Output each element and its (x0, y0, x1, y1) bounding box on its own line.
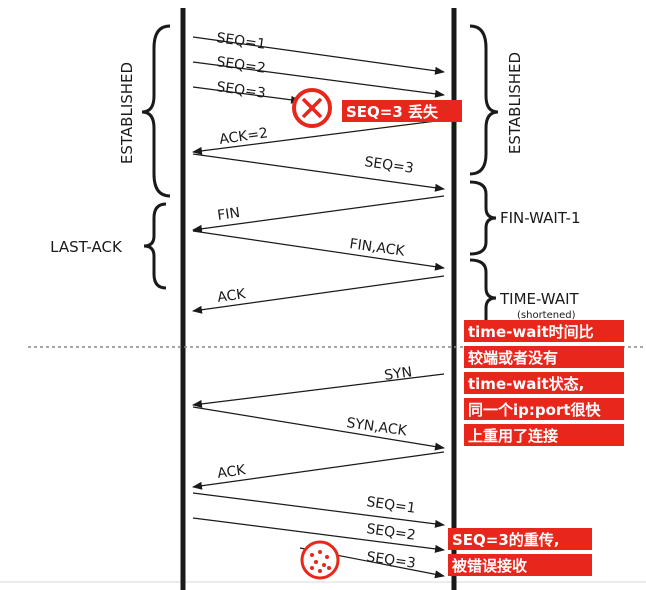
annotation-lost-text: SEQ=3 丢失 (346, 103, 439, 121)
message-fin-ack: FIN,ACK (192, 230, 445, 271)
annotation-time-wait-line-1: time-wait时间比 (468, 323, 594, 341)
left-state-last-ack: LAST-ACK (50, 238, 123, 256)
message-ack2-label: ACK=2 (218, 125, 269, 148)
message-seq2-new-arrow (192, 517, 445, 553)
annotation-time-wait-line-4: 同一个ip:port很快 (468, 401, 601, 419)
message-seq2-new: SEQ=2 (192, 517, 445, 553)
message-seq1-new-label: SEQ=1 (365, 494, 416, 517)
message-fin-label: FIN (216, 205, 241, 224)
annotation-lost: SEQ=3 丢失 (342, 100, 462, 122)
message-seq1-new-arrow (192, 492, 445, 528)
left-state-established: ESTABLISHED (118, 62, 136, 164)
scatter-circle-icon (300, 540, 340, 580)
message-syn-arrow (192, 373, 445, 408)
message-ack-close: ACK (192, 275, 445, 314)
annotation-time-wait-line-5: 上重用了连接 (468, 427, 558, 445)
message-seq2-arrow (192, 61, 445, 98)
message-seq1: SEQ=1 (192, 30, 445, 75)
annotation-retransmit: SEQ=3的重传, 被错误接收 (448, 528, 592, 576)
message-seq1-label: SEQ=1 (215, 30, 266, 53)
x-circle-icon (292, 88, 332, 128)
annotation-time-wait-line-3: time-wait状态, (468, 375, 584, 393)
message-seq1-new: SEQ=1 (192, 492, 445, 528)
message-fin-ack-label: FIN,ACK (348, 236, 406, 260)
right-state-established: ESTABLISHED (506, 52, 524, 154)
message-ack-close-arrow (192, 275, 445, 314)
annotation-time-wait-line-2: 较端或者没有 (468, 349, 558, 367)
message-seq3-retry-arrow (192, 153, 445, 192)
left-brace-last-ack (143, 202, 167, 290)
message-ack2-arrow (192, 119, 445, 155)
annotation-retransmit-line-1: SEQ=3的重传, (452, 531, 560, 549)
message-seq3-lost-arrow (192, 86, 301, 104)
right-state-time-wait-note: (shortened) (517, 310, 576, 321)
message-ack-handshake: ACK (192, 451, 445, 490)
message-ack-handshake-arrow (192, 451, 445, 490)
annotation-time-wait: time-wait时间比 较端或者没有 time-wait状态, 同一个ip:p… (464, 320, 624, 446)
message-syn-ack-arrow (192, 406, 445, 451)
right-state-time-wait: TIME-WAIT (499, 290, 580, 308)
annotation-retransmit-line-2: 被错误接收 (452, 557, 527, 575)
message-ack2: ACK=2 (192, 119, 445, 155)
message-seq3-lost: SEQ=3 (192, 79, 301, 104)
right-state-fin-wait-1: FIN-WAIT-1 (500, 209, 581, 227)
right-brace-time-wait (469, 258, 497, 332)
message-fin-arrow (192, 195, 445, 233)
right-brace-established (469, 24, 499, 176)
message-syn-ack-label: SYN,ACK (345, 415, 408, 439)
message-syn-ack: SYN,ACK (192, 406, 445, 451)
message-syn: SYN (192, 364, 445, 408)
message-seq2-new-label: SEQ=2 (365, 521, 416, 544)
message-syn-label: SYN (383, 364, 413, 384)
left-brace-established (141, 24, 171, 198)
right-brace-fin-wait (469, 180, 497, 256)
message-ack-close-label: ACK (216, 286, 247, 306)
message-seq3-misreceived-label: SEQ=3 (365, 549, 416, 572)
message-ack-handshake-label: ACK (216, 462, 247, 482)
message-seq3-retry: SEQ=3 (192, 153, 445, 192)
message-seq1-arrow (192, 36, 445, 75)
message-fin-ack-arrow (192, 230, 445, 271)
message-fin: FIN (192, 195, 445, 233)
message-seq2-label: SEQ=2 (215, 54, 266, 77)
message-seq3-lost-label: SEQ=3 (215, 79, 266, 102)
message-seq2: SEQ=2 (192, 54, 445, 98)
message-seq3-retry-label: SEQ=3 (363, 154, 414, 177)
